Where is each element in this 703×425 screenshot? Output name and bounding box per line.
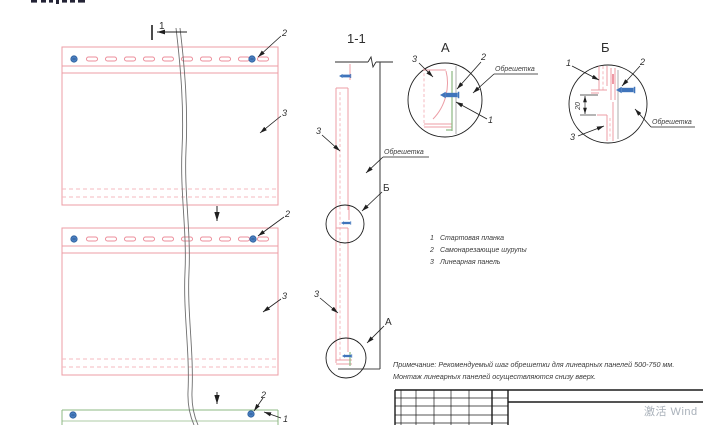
callout-1: 1: [566, 58, 571, 68]
legend-num: 2: [429, 247, 434, 254]
start-strip-screws: [69, 410, 255, 419]
lathing-label: Обрешетка: [495, 65, 535, 73]
screw-icon: [70, 235, 78, 243]
callout-3: 3: [282, 108, 287, 118]
detail-a-circle: [325, 337, 367, 379]
detail-a-panel: [423, 68, 452, 128]
section-view: 1-1: [314, 31, 429, 379]
panel-top-slots: [86, 56, 269, 62]
screw-icon: [248, 55, 256, 63]
lathing-line: [338, 62, 381, 370]
section-cut-mark: 1: [151, 21, 187, 40]
callout-2: 2: [281, 28, 287, 38]
detail-b-panels: [591, 66, 616, 141]
legend-label: Стартовая планка: [440, 235, 504, 242]
front-view: 1 2 3 2 3 2 1: [61, 21, 290, 425]
screw-icon: [249, 235, 257, 243]
legend-num: 1: [430, 235, 434, 242]
start-strip: [61, 409, 279, 425]
lathing-label: Обрешетка: [384, 148, 424, 156]
lathing-callout: Обрешетка: [365, 148, 429, 174]
dimension-value: 20: [575, 102, 582, 111]
screw-icon: [247, 410, 255, 418]
callout-3: 3: [282, 291, 287, 301]
front-view-callouts: 2 3 2 3 2 1: [253, 28, 290, 424]
windows-activation-watermark: 激活 Wind: [644, 406, 698, 418]
detail-b-circle: [325, 204, 365, 244]
notes: Примечание: Рекомендуемый шаг обрешетки …: [393, 360, 674, 381]
detail-b-callouts: 1 2 3 Обрешетка: [566, 57, 695, 142]
callout-2: 2: [260, 390, 266, 400]
panel-middle-slots: [86, 236, 269, 242]
note-line-1: Примечание: Рекомендуемый шаг обрешетки …: [393, 360, 674, 369]
screw-icon: [340, 220, 352, 226]
callout-1: 1: [488, 115, 493, 125]
detail-a-start-strip: [446, 71, 453, 131]
detail-a-view: А 3 2 1 Обрешетка: [407, 40, 538, 138]
note-line-2: Монтаж линеарных панелей осуществляются …: [393, 372, 596, 381]
linear-panel-middle: [61, 227, 279, 376]
section-cut-label: 1: [159, 21, 165, 32]
screw-icon: [615, 86, 636, 94]
callout-2: 2: [639, 57, 645, 67]
screw-icon: [70, 55, 78, 63]
legend-num: 3: [430, 259, 434, 266]
screw-icon: [338, 73, 352, 79]
callout-2: 2: [480, 52, 486, 62]
linear-panel-top: [61, 46, 279, 206]
dimension-20: 20: [575, 94, 598, 116]
legend: 1 Стартовая планка 2 Самонарезающие шуру…: [429, 235, 528, 266]
detail-a-title: А: [441, 40, 450, 55]
cropped-title-fragment: [31, 0, 85, 4]
callout-3: 3: [316, 126, 321, 136]
legend-label: Линеарная панель: [439, 259, 501, 266]
detail-b-view: Б 20 1: [566, 40, 695, 144]
panel-profile: [335, 64, 352, 365]
section-top-line: [335, 55, 393, 69]
section-title: 1-1: [347, 31, 366, 46]
detail-a-callouts: 3 2 1 Обрешетка: [412, 52, 538, 125]
detail-a-ref: А: [385, 317, 392, 328]
detail-b-title: Б: [601, 40, 610, 55]
lathing-label: Обрешетка: [652, 118, 692, 126]
callout-2: 2: [284, 209, 290, 219]
break-lines: [175, 27, 199, 425]
callout-3: 3: [570, 132, 575, 142]
callout-3: 3: [412, 54, 417, 64]
legend-label: Самонарезающие шурупы: [440, 247, 528, 254]
title-block: [394, 389, 703, 425]
screw-icon: [69, 411, 77, 419]
callout-1: 1: [283, 414, 288, 424]
detail-b-ref: Б: [383, 183, 390, 194]
callout-3: 3: [314, 289, 319, 299]
